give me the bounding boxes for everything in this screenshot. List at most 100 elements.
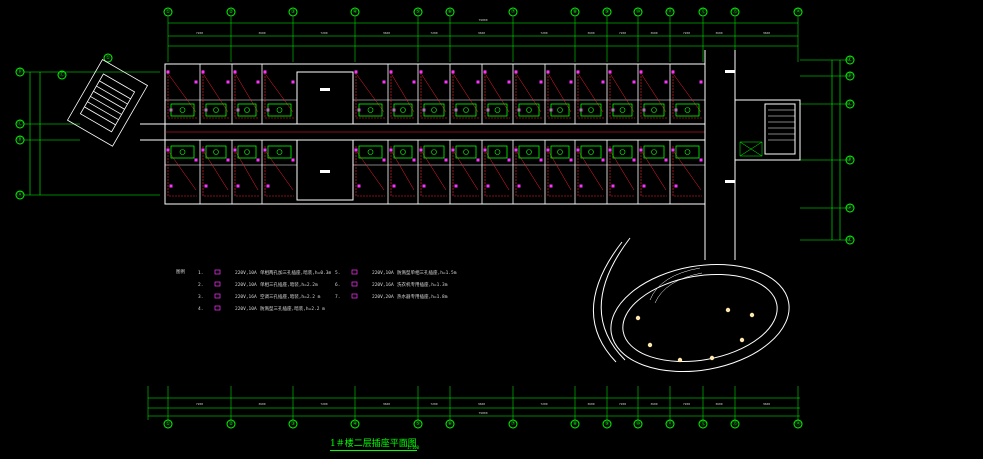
socket-icon [382, 80, 386, 84]
socket-icon [549, 184, 553, 188]
top-axis-bubble-12: ⑫ [698, 7, 708, 17]
bottom-axis-bubble-13: ⑬ [730, 419, 740, 429]
east-stair [739, 109, 795, 157]
socket-icon [451, 70, 455, 74]
socket-icon [169, 184, 173, 188]
right-axis-bubble-1: Ⓔ [845, 55, 855, 65]
socket-icon [483, 148, 487, 152]
socket-icon [671, 70, 675, 74]
lamp-icon [739, 337, 745, 343]
socket-icon [639, 70, 643, 74]
socket-icon [226, 158, 230, 162]
stair-axis-bubble-1: ① [103, 53, 113, 63]
socket-icon [419, 70, 423, 74]
bathroom-fixture-icon [393, 145, 413, 159]
left-axis-bubble-1-label: Ⓓ [17, 68, 22, 75]
top-axis-bubble-7-label: ⑦ [511, 9, 516, 15]
socket-icon [576, 70, 580, 74]
socket-icon [611, 184, 615, 188]
left-axis-bubble-4: Ⓐ [15, 190, 25, 200]
top-span-dimension: 3600 [763, 31, 770, 35]
legend-item-number: 7. [335, 294, 340, 300]
socket-icon [569, 80, 573, 84]
socket-icon [569, 158, 573, 162]
right-axis-bubble-4-label: Ⓑ [847, 156, 852, 163]
bathroom-fixture-icon [550, 103, 570, 117]
bottom-span-dimension: 3600 [715, 402, 722, 406]
socket-icon [451, 148, 455, 152]
top-axis-bubble-5: ⑤ [413, 7, 423, 17]
legend-item-note: 防溅型三孔插座,暗装,h=2.2 m [260, 305, 325, 312]
socket-icon [291, 80, 295, 84]
bottom-axis-bubble-4-label: ④ [353, 421, 358, 427]
socket-icon [166, 148, 170, 152]
socket-icon [639, 148, 643, 152]
socket-icon [236, 184, 240, 188]
lamp-icon [635, 315, 641, 321]
oval-hall [592, 237, 790, 373]
bathroom-fixture-icon [237, 145, 257, 159]
left-axis-bubble-2: Ⓒ [15, 119, 25, 129]
socket-icon [256, 158, 260, 162]
socket-icon [486, 184, 490, 188]
socket-icon [233, 70, 237, 74]
top-axis-bubble-5-label: ⑤ [416, 9, 421, 15]
socket-icon [194, 158, 198, 162]
socket-icon [539, 80, 543, 84]
socket-wiring [165, 70, 705, 197]
bathroom-fixture-icon [205, 103, 227, 117]
top-dimension-lines [168, 22, 798, 47]
top-span-dimension: 7200 [619, 31, 626, 35]
socket-icon [382, 158, 386, 162]
room-partitions [164, 64, 735, 204]
legend-item-number: 2. [198, 282, 203, 288]
legend-item-rating: 220V,10A [372, 270, 394, 276]
east-corridor [704, 50, 801, 260]
bottom-axis-bubble-10: ⑩ [633, 419, 643, 429]
socket-icon [671, 148, 675, 152]
bottom-axis-bubble-4: ④ [350, 419, 360, 429]
bottom-axis-bubble-8: ⑧ [570, 419, 580, 429]
top-axis-bubble-9: ⑨ [602, 7, 612, 17]
right-dimension-lines [800, 59, 850, 241]
main-building-walls [164, 63, 706, 205]
bathroom-fixture-icon [580, 145, 602, 159]
socket-icon [444, 80, 448, 84]
bathroom-fixture-icon [237, 103, 257, 117]
bottom-span-dimension: 3600 [763, 402, 770, 406]
right-axis-bubble-2-label: Ⓓ [847, 72, 852, 79]
top-axis-bubble-8-label: ⑧ [573, 9, 578, 15]
legend-item-number: 4. [198, 306, 203, 312]
bottom-span-dimension: 7200 [320, 402, 327, 406]
right-axis-bubble-2: Ⓓ [845, 71, 855, 81]
socket-icon [517, 184, 521, 188]
legend-item-note: 单相两孔加三孔插座,暗装,h=0.3m [260, 269, 331, 276]
bottom-span-dimension: 3600 [258, 402, 265, 406]
socket-icon [608, 148, 612, 152]
outlet-symbol-icon [214, 305, 221, 311]
top-axis-bubble-11-label: ⑪ [667, 8, 672, 15]
socket-icon [579, 184, 583, 188]
lamp-icon [647, 342, 653, 348]
top-span-dimension: 7200 [430, 31, 437, 35]
legend-item-number: 1. [198, 270, 203, 276]
bathroom-fixture-icon [643, 145, 665, 159]
socket-icon [699, 80, 703, 84]
bathroom-fixture-icon [358, 103, 383, 117]
top-axis-bubble-12-label: ⑫ [700, 8, 705, 15]
legend-item-number: 5. [335, 270, 340, 276]
bathroom-fixture-icon [487, 103, 508, 117]
socket-icon [201, 148, 205, 152]
outlet-symbol-icon [351, 269, 358, 275]
socket-icon [608, 70, 612, 74]
bottom-axis-bubble-6: ⑥ [445, 419, 455, 429]
